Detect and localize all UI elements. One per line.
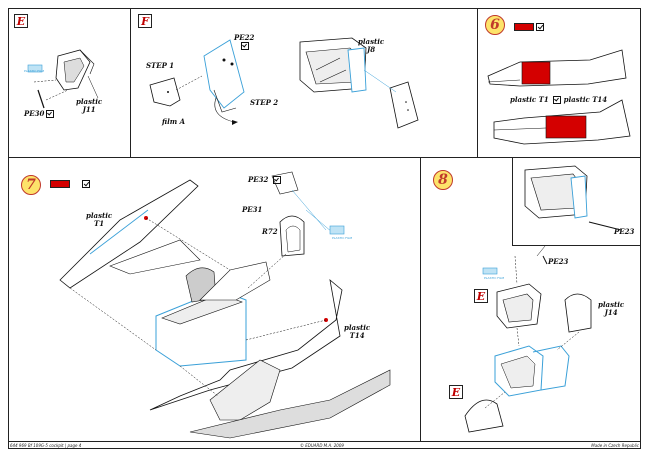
divider-e-f [130,8,131,157]
s8-plastic-word: plastic [598,300,625,309]
divider-top-row [8,157,641,158]
s7-plastic-word-2: plastic [344,323,371,332]
section-6-number: 6 [485,15,505,35]
section-6-small-check-icon [553,96,562,104]
section-8-film-tag: PLASTIC FILM [484,276,505,280]
s7-part-t14: T14 [349,331,365,340]
label-plastic-t1: plastic T1 [510,95,549,104]
divider-f-6 [477,8,478,157]
pe32-check-icon [272,176,281,184]
footer-left: 644 969 Bf 109G-5 cockpit | page 4 [10,443,82,448]
section-f-film-label: film A [162,117,186,126]
divider-7-8 [420,157,421,441]
footer: 644 969 Bf 109G-5 cockpit | page 4 © EDU… [8,441,641,451]
pe30-check-icon [46,110,55,118]
section-f-step2: STEP 2 [250,98,279,107]
label-plastic-t14: plastic T14 [563,95,608,104]
section-f-pe22-label: PE22 [234,34,254,50]
section-8-pe23-top: PE23 [614,227,635,236]
section-8-e-lower: E [449,385,463,399]
pe22-check-icon [241,42,250,50]
section-8-e-upper: E [474,289,488,303]
s7-part-t1: T1 [94,219,105,228]
pe30-text: PE30 [24,109,45,118]
section-8-drawing [464,165,622,433]
divider-footer [8,441,641,442]
section-6-labels: plastic T1 plastic T14 [510,96,607,104]
section-8-number: 8 [433,170,453,190]
section-f-step1: STEP 1 [146,61,175,70]
section-7-film-tag: PLASTIC FILM [332,236,353,240]
section-6-drawing [487,49,631,145]
e-part-j11: J11 [82,105,96,114]
footer-right: Made in Czech Republic [591,443,639,448]
section-7-drawing [59,171,391,439]
section-8-inset-box [512,158,640,246]
section-7-r72: R72 [262,227,278,236]
s8-part-j14: J14 [604,308,618,317]
section-f-drawing [149,37,419,129]
e-plastic-word: plastic [76,97,103,106]
section-e-pe30-label: PE30 [24,109,55,118]
section-6-red-swatch [514,23,534,31]
f-part-j8: J8 [367,45,376,54]
s7-plastic-word-1: plastic [86,211,113,220]
pe22-text: PE22 [234,33,255,42]
section-8-pe23: PE23 [548,257,569,266]
section-6-check-icon [536,23,544,31]
section-7-red-swatch [50,180,70,188]
pe32-text: PE32 [248,175,269,184]
section-e-film-tag: PLASTIC FILM [24,69,45,73]
section-e-drawing [27,49,99,109]
section-7-check-icon [82,180,90,188]
section-7-pe31: PE31 [242,205,263,214]
section-e-letter: E [14,14,28,28]
f-plastic-word: plastic [358,37,385,46]
section-7-pe32: PE32 [248,176,281,184]
instruction-sheet-frame [8,8,641,449]
section-7-number: 7 [21,175,41,195]
footer-center: © EDUARD M.A. 2009 [300,443,344,448]
section-f-letter: F [138,14,152,28]
